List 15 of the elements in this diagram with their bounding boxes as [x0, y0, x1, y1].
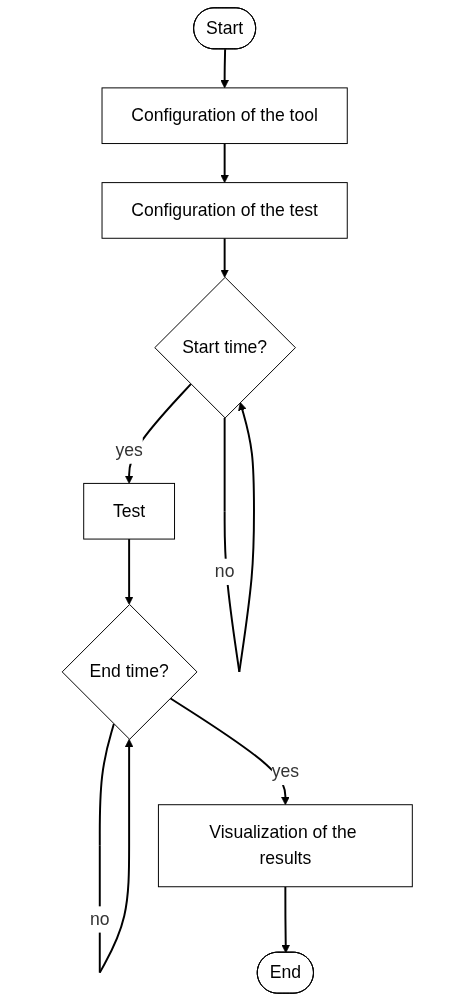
arrow [220, 237, 229, 278]
arrow [281, 885, 290, 954]
node-box: Visualization of the results [157, 804, 413, 888]
arrow [220, 142, 229, 183]
node-box: Configuration of the test [101, 182, 348, 239]
edge-label: no [214, 561, 235, 582]
node-diamond: Start time? [154, 276, 296, 419]
edge-label: no [89, 909, 110, 929]
arrow [124, 538, 134, 605]
node-box: Configuration of the tool [101, 87, 348, 145]
edge-label: yes [271, 761, 299, 782]
node-diamond: End time? [61, 604, 198, 740]
arrow [220, 48, 229, 89]
edge-label: yes [115, 440, 143, 460]
node-box: Test [82, 482, 175, 540]
